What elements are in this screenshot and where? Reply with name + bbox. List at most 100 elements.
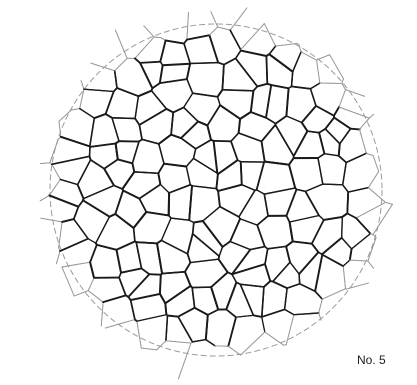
grain-boundary-591 <box>88 239 96 243</box>
grain-boundary-157 <box>193 93 218 97</box>
grain-boundary-223 <box>171 112 173 134</box>
grain-boundary-355 <box>52 156 90 164</box>
grain-boundary-240 <box>239 119 241 133</box>
grain-boundary-429 <box>40 195 49 200</box>
grain-boundary-831 <box>166 341 191 343</box>
grain-boundary-458 <box>169 185 190 193</box>
grain-boundary-365 <box>104 159 118 168</box>
grain-boundary-454 <box>160 184 169 193</box>
grain-boundary-285 <box>90 144 116 147</box>
grain-boundary-349 <box>41 163 50 164</box>
grain-boundary-441 <box>84 186 115 199</box>
grain-boundary-326 <box>262 125 276 142</box>
grain-boundary-38 <box>184 44 190 64</box>
grain-boundary-705 <box>232 264 265 274</box>
grain-boundary-72 <box>115 71 117 88</box>
grain-boundary-690 <box>185 272 191 286</box>
grain-boundary-151 <box>160 79 187 83</box>
grain-boundary-532 <box>146 212 168 215</box>
grain-boundary-421 <box>366 153 373 155</box>
grain-boundary-743 <box>160 294 165 303</box>
grain-boundary-717 <box>318 252 322 254</box>
grain-boundary-420 <box>346 153 366 162</box>
grain-boundary-638 <box>268 246 286 248</box>
grain-boundary-464 <box>192 186 216 189</box>
grain-boundary-139 <box>117 88 138 96</box>
grain-boundary-175 <box>271 85 288 88</box>
grain-boundary-371 <box>122 172 134 189</box>
grain-boundary-661 <box>368 238 376 262</box>
grain-boundary-144 <box>138 91 151 97</box>
grain-boundary-838 <box>228 346 240 355</box>
grain-boundary-390 <box>218 160 238 174</box>
grain-boundary-345 <box>360 129 367 153</box>
grain-boundary-89 <box>187 64 190 79</box>
grain-boundary-837 <box>215 346 228 347</box>
grain-boundary-52 <box>241 24 265 50</box>
grain-boundary-483 <box>264 188 295 194</box>
grain-boundary-359 <box>78 160 91 185</box>
grain-boundary-344 <box>351 129 360 130</box>
grain-boundary-632 <box>250 247 264 250</box>
grain-boundary-783 <box>319 299 323 313</box>
grain-boundary-6 <box>187 12 189 39</box>
grain-boundary-407 <box>289 158 294 165</box>
grain-boundary-602 <box>117 241 135 249</box>
grain-boundary-607 <box>136 242 157 243</box>
grain-boundary-327 <box>275 125 293 156</box>
grain-boundary-803 <box>195 308 208 315</box>
field-of-view-outline <box>50 24 382 356</box>
grain-boundary-185 <box>311 89 317 106</box>
grain-boundary-284 <box>90 147 91 156</box>
grain-boundary-764 <box>240 284 253 315</box>
grain-boundary-235 <box>220 105 240 119</box>
grain-boundary-618 <box>188 254 191 263</box>
grain-boundary-514 <box>62 219 74 222</box>
grain-boundary-57 <box>269 46 275 54</box>
grain-boundary-836 <box>206 340 215 346</box>
grain-boundary-205 <box>90 118 95 146</box>
grain-boundary-507 <box>386 202 393 204</box>
grain-boundary-806 <box>206 315 208 340</box>
grain-boundary-44 <box>209 27 217 35</box>
grain-boundary-219 <box>167 109 174 113</box>
grain-boundary-787 <box>105 320 135 329</box>
grain-boundary-716 <box>299 252 318 274</box>
grain-boundary-201 <box>80 109 95 119</box>
grain-boundary-755 <box>192 287 211 288</box>
grain-boundary-383 <box>186 158 193 166</box>
grain-boundary-109 <box>269 54 293 71</box>
grain-boundary-339 <box>325 129 340 144</box>
grain-boundary-121 <box>317 55 330 60</box>
grain-boundary-727 <box>343 260 350 266</box>
grain-boundary-337 <box>319 133 324 154</box>
grain-boundary-320 <box>239 133 262 141</box>
grain-boundary-295 <box>132 142 139 164</box>
grain-boundary-698 <box>211 272 228 287</box>
grain-boundary-802 <box>178 308 195 317</box>
grain-boundary-524 <box>96 217 110 243</box>
grain-boundary-796 <box>166 316 168 341</box>
grain-boundary-501 <box>348 188 368 193</box>
grain-boundary-207 <box>106 114 112 118</box>
grain-boundary-333 <box>307 131 319 133</box>
grain-boundary-58 <box>276 43 297 46</box>
grain-boundary-400 <box>257 162 265 190</box>
grain-boundary-612 <box>157 243 162 273</box>
grain-boundary-156 <box>184 93 193 107</box>
grain-boundary-728 <box>350 260 368 261</box>
grain-boundary-648 <box>322 238 342 255</box>
grain-boundary-354 <box>52 164 61 179</box>
grain-boundary-98 <box>224 58 236 64</box>
grain-boundary-402 <box>265 162 289 165</box>
grain-boundary-129 <box>81 81 84 90</box>
grain-boundary-439 <box>49 195 78 206</box>
grain-boundary-272 <box>369 114 373 118</box>
grain-boundary-829 <box>141 348 156 350</box>
grain-boundary-241 <box>240 112 251 119</box>
grain-boundary-377 <box>158 164 164 174</box>
grain-boundary-840 <box>265 332 284 345</box>
grain-boundary-63 <box>299 45 301 52</box>
grain-boundary-563 <box>286 216 289 222</box>
grain-boundary-338 <box>319 129 325 133</box>
